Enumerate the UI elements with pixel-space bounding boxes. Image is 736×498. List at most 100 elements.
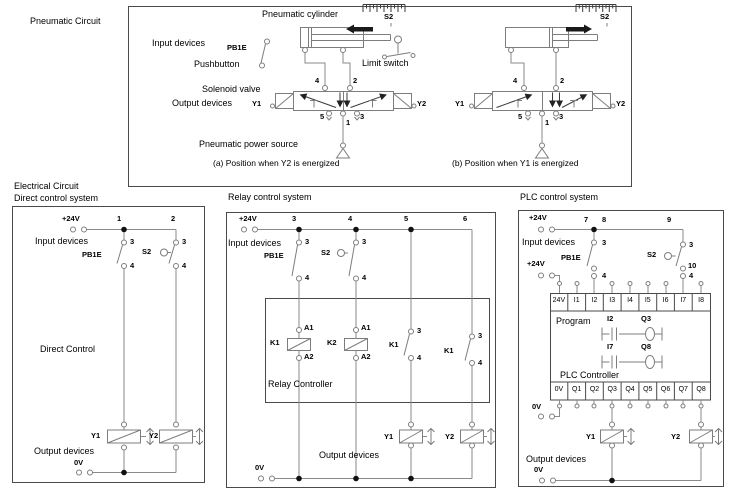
plc-output-terminal: Q3	[607, 386, 617, 393]
relay-output-devices-label: Output devices	[319, 450, 380, 460]
pneumatic-input-devices-label: Input devices	[152, 38, 206, 48]
valve-a-port1-label: 1	[346, 118, 351, 127]
relay-s2-terminal3: 3	[362, 237, 367, 246]
valve-b-port2-label: 2	[560, 76, 565, 85]
relay-y1-label: Y1	[384, 432, 394, 441]
direct-y2-label: Y2	[149, 431, 159, 440]
plc-output-terminal: Q8	[696, 386, 706, 393]
plc-input-terminal: I6	[662, 297, 669, 304]
plc-input-terminal: 24V	[552, 297, 566, 304]
relay-pb1-terminal4: 4	[305, 273, 310, 282]
plc-output-terminal: Q2	[589, 386, 600, 393]
plc-pb1-terminal4: 4	[602, 271, 607, 280]
relay-0v-label: 0V	[255, 463, 265, 472]
direct-output-devices-label: Output devices	[34, 446, 95, 456]
direct-pb1-label: PB1E	[82, 250, 102, 259]
plc-pb1-terminal3: 3	[602, 238, 607, 247]
valve-a-y1-label: Y1	[252, 99, 262, 108]
plc-input-terminal: I2	[591, 297, 598, 304]
plc-node10-label: 10	[688, 261, 697, 270]
plc-output-terminal: Q7	[678, 386, 688, 393]
relay-k1-contact1-label: K1	[389, 340, 399, 349]
plc-input-terminal: I3	[609, 297, 616, 304]
plc-input-terminal: I8	[698, 297, 704, 304]
relay-s2-terminal4: 4	[362, 273, 367, 282]
limit-switch-s2-label-b: S2	[600, 12, 610, 21]
plc-output-terminal: Q1	[572, 386, 582, 393]
relay-contact1-terminal3: 3	[417, 326, 422, 335]
relay-y2-label: Y2	[445, 432, 455, 441]
valve-a-port3-label: 3	[360, 112, 365, 121]
plc-y2-label: Y2	[671, 432, 681, 441]
relay-node5-label: 5	[404, 214, 409, 223]
relay-k2-a1-label: A1	[361, 323, 371, 332]
relay-contact1-terminal4: 4	[417, 353, 422, 362]
power-source-label: Pneumatic power source	[199, 139, 299, 149]
plc-s2-terminal3: 3	[689, 240, 694, 249]
relay-k2-coil-label: K2	[327, 338, 337, 347]
relay-pb1-label: PB1E	[264, 251, 284, 260]
plc-y1-label: Y1	[586, 432, 596, 441]
direct-s2-terminal4: 4	[182, 261, 187, 270]
plc-input-terminal: I5	[644, 297, 651, 304]
valve-b-port5-label: 5	[518, 112, 523, 121]
pneumatic-section-label: Pneumatic Circuit	[30, 16, 101, 26]
plc-0v-bottom-label: 0V	[534, 465, 544, 474]
plc-input-terminal: I7	[680, 297, 687, 304]
direct-input-devices-label: Input devices	[35, 236, 89, 246]
plc-node9-label: 9	[667, 215, 672, 224]
plc-output-terminal: 0V	[554, 386, 564, 393]
plc-input-terminal: I4	[627, 297, 633, 304]
valve-a-y2-label: Y2	[417, 99, 427, 108]
relay-s2-label: S2	[321, 248, 331, 257]
relay-contact2-terminal3: 3	[478, 331, 483, 340]
plc-program-label: Program	[556, 316, 591, 326]
valve-b-y2-label: Y2	[616, 99, 626, 108]
relay-input-devices-label: Input devices	[228, 238, 282, 248]
pneumatic-circuit-a	[259, 4, 417, 159]
plc-0v-left-label: 0V	[532, 402, 542, 411]
plc-input-devices-label: Input devices	[522, 237, 576, 247]
direct-control-circuit	[12, 206, 205, 483]
caption-b: (b) Position when Y1 is energized	[452, 158, 579, 168]
direct-pb1-terminal3: 3	[130, 237, 135, 246]
valve-b-y1-label: Y1	[455, 99, 465, 108]
direct-y1-label: Y1	[91, 431, 101, 440]
direct-system-title: Direct control system	[14, 193, 99, 203]
solenoid-valve-label: Solenoid valve	[202, 84, 261, 94]
valve-a-port4-label: 4	[315, 76, 320, 85]
direct-0v-label: 0V	[74, 458, 84, 467]
plc-pb1-label: PB1E	[561, 253, 581, 262]
caption-a: (a) Position when Y2 is energized	[213, 158, 340, 168]
relay-node6-label: 6	[463, 214, 468, 223]
direct-24v-label: +24V	[62, 214, 80, 223]
direct-node2-label: 2	[171, 214, 176, 223]
plc-node8-label: 8	[602, 215, 607, 224]
pushbutton-label: Pushbutton	[194, 59, 240, 69]
valve-b-port1-label: 1	[545, 118, 550, 127]
plc-s2-terminal4: 4	[689, 271, 694, 280]
limit-switch-label: Limit switch	[362, 58, 409, 68]
pushbutton-pb1-label: PB1E	[227, 43, 247, 52]
plc-control-circuit	[518, 210, 724, 487]
relay-k1-contact2-label: K1	[444, 346, 454, 355]
plc-rung1-contact-label: I2	[607, 314, 614, 323]
direct-pb1-terminal4: 4	[130, 261, 135, 270]
electrical-section-label: Electrical Circuit	[14, 181, 79, 191]
relay-k2-a2-label: A2	[361, 352, 371, 361]
relay-system-title: Relay control system	[228, 192, 312, 202]
plc-24v-top-label: +24V	[529, 213, 547, 222]
plc-rung1-coil-label: Q3	[641, 314, 652, 323]
direct-control-body-label: Direct Control	[40, 344, 96, 354]
plc-input-terminal: I1	[573, 297, 580, 304]
relay-k1-a2-label: A2	[304, 352, 314, 361]
valve-a-port5-label: 5	[320, 112, 325, 121]
relay-pb1-terminal3: 3	[305, 237, 310, 246]
valve-b-port3-label: 3	[559, 112, 564, 121]
plc-output-terminal: Q4	[625, 386, 635, 393]
plc-rung2-coil-label: Q8	[641, 342, 652, 351]
plc-node7-label: 7	[584, 215, 589, 224]
relay-k1-a1-label: A1	[304, 323, 314, 332]
